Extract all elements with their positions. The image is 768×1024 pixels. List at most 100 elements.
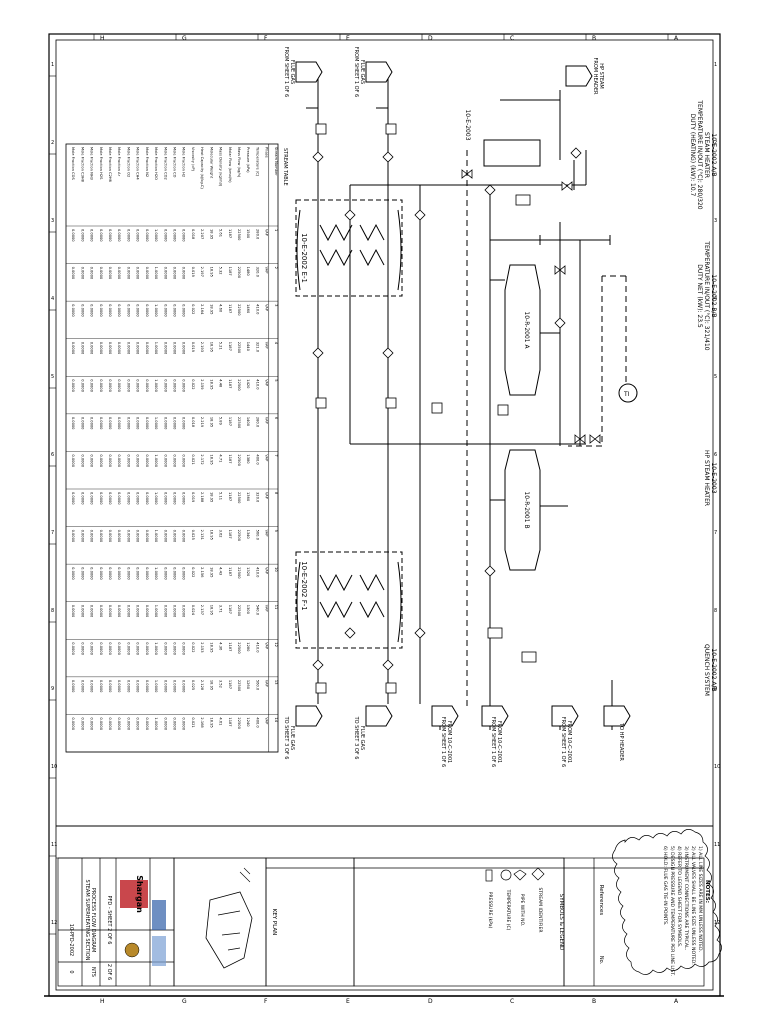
stream-table-cell: 0.018	[191, 229, 195, 240]
stream-table-text: Stream Number1234567891011121314PhaseVAP…	[71, 146, 288, 731]
stream-table-cell: 0.0000	[182, 605, 186, 618]
stream-table-cell: 0.0000	[126, 680, 130, 693]
notes-title: NOTES:	[704, 880, 710, 903]
stream-table-cell: 22500	[237, 229, 241, 241]
legend-pipe-icon	[513, 869, 527, 881]
stream-table-cell: 0.0000	[145, 642, 149, 655]
stream-table-cell: 1187	[228, 642, 232, 651]
stream-table-title: STREAM TABLE	[282, 148, 288, 186]
zone-letter-top: B	[592, 35, 596, 42]
stream-table-cell: 0.022	[191, 567, 195, 577]
stream-table-cell: 1.0000	[154, 492, 158, 505]
references: References No.	[598, 885, 604, 965]
stream-table-cell: 22500	[237, 492, 241, 504]
stream-table-cell: VAP	[265, 530, 269, 538]
stream-table-cell: 0.0000	[145, 492, 149, 505]
stream-table-row-label: Mole Fraction N2	[145, 147, 149, 177]
stream-table-cell: 0.019	[191, 267, 195, 278]
zone-letter-bottom: B	[592, 998, 596, 1005]
stream-table-cell: 1187	[228, 417, 232, 426]
stream-table-cell: 1260	[246, 680, 250, 690]
stream-table-row-label: Mole Fraction COS	[71, 147, 75, 180]
stream-table-cell: 1.0000	[154, 379, 158, 392]
stream-table-cell: 9	[274, 530, 278, 533]
stream-table-cell: 1340	[246, 530, 250, 540]
stream-table-cell: 22500	[237, 379, 241, 391]
stream-table-cell: 6	[274, 417, 278, 420]
stream-table-cell: 2.156	[200, 567, 204, 578]
bottom-label-1: 10-E-2002 A/B	[710, 648, 717, 691]
stream-table-cell: 0.0000	[136, 229, 140, 242]
stream-table-cell: 0.0000	[163, 342, 167, 355]
note-line: 5) DESIGN PRESSURE AND TEMPERATURE PER L…	[669, 846, 675, 976]
title-line-2: PFD - SHEET 2 OF 6	[106, 896, 112, 945]
stream-table-cell: 0.0000	[136, 567, 140, 580]
stream-table-cell: 12	[274, 642, 278, 647]
stream-table-cell: 18.95	[209, 492, 213, 502]
stream-table-cell: 1.0000	[154, 680, 158, 693]
stream-table-cell: 0.0000	[117, 717, 121, 730]
temperature-indicator	[618, 383, 638, 403]
heater-label-4: DUTY (HEATING) (kW): 10.7	[689, 114, 696, 197]
stream-table-cell: 0.0000	[145, 304, 149, 317]
key-plan: KEY PLAN	[205, 867, 277, 969]
stream-table-cell: 0.0000	[136, 717, 140, 730]
stream-table-cell: 1.0000	[154, 229, 158, 242]
stream-table-cell: 18.95	[209, 717, 213, 727]
stream-table-cell: 0.0000	[99, 680, 103, 693]
low-label-1: 10-E-2003	[710, 462, 717, 493]
stream-table-cell: 2.188	[200, 492, 204, 503]
stream-table-cell: 0.022	[191, 642, 195, 652]
steam-heater-box	[483, 139, 541, 167]
equipment-labels: 10-E-2002 E-1 10-E-2002 F-1 10-R-2001 A …	[300, 99, 717, 696]
stream-table-cell: 280.0	[255, 229, 259, 240]
stream-table-cell: 0.0000	[145, 229, 149, 242]
shargan-logo-text: Shargan	[135, 875, 144, 913]
emblem-icon	[124, 942, 140, 958]
stream-table-cell: 22500	[237, 642, 241, 654]
stream-table-cell: 0.0000	[126, 379, 130, 392]
stream-table-cell: 0.0000	[90, 342, 94, 355]
partner-logo-1	[152, 900, 166, 930]
zone-number-right: 8	[714, 608, 717, 614]
stream-table-cell: 0.0000	[71, 605, 75, 618]
stream-table-cell: 0.0000	[145, 717, 149, 730]
stream-table-cell: 1380	[246, 454, 250, 464]
offpage-bottom-4: TO HP HEADER	[618, 722, 624, 761]
stream-table-cell: 0.0000	[99, 379, 103, 392]
stream-table-cell: 0.0000	[108, 454, 112, 467]
stream-table-row-label: Temperature (C)	[255, 146, 259, 177]
stream-table-cell: 22500	[237, 680, 241, 692]
references-no: No.	[598, 956, 604, 965]
zone-letter-bottom: C	[510, 998, 514, 1005]
stream-table-cell: 0.0000	[182, 642, 186, 655]
stream-table-cell: 4.48	[219, 379, 223, 388]
revision-cloud	[612, 829, 722, 975]
stream-table-cell: 0.0000	[126, 492, 130, 505]
stream-table-cell: 0.0000	[163, 680, 167, 693]
stream-table-cell: 0.0000	[80, 567, 84, 580]
zone-number-right: 4	[714, 296, 717, 302]
stream-table-row-label: Mass Density (kg/m3)	[219, 147, 223, 187]
stream-table-row-label: Mole Fraction CH4	[136, 147, 140, 180]
stream-table-cell: 0.0000	[99, 567, 103, 580]
partner-logo-2	[152, 936, 166, 966]
stream-table-cell: 0.0000	[80, 530, 84, 543]
stream-table-cell: 0.0000	[182, 680, 186, 693]
stream-table-cell: 0.0000	[80, 342, 84, 355]
stream-table-cell: 0.025	[191, 680, 195, 690]
zone-letter-bottom: D	[428, 998, 433, 1005]
stream-table-cell: 18.95	[209, 304, 213, 314]
stream-table-cell: 0.019	[191, 492, 195, 503]
stream-table-cell: 0.0000	[108, 417, 112, 430]
zone-number-left: 2	[51, 140, 54, 146]
stream-table-cell: 11	[274, 605, 278, 610]
stream-table-cell: 0.0000	[108, 379, 112, 392]
legend-item-1: STREAM IDENTIFIER	[537, 888, 543, 933]
stream-table-row-label: Mass Flow (kg/h)	[237, 147, 241, 178]
stream-table-cell: 0.0000	[163, 717, 167, 730]
stream-table-cell: 0.024	[191, 605, 195, 616]
stream-table-cell: 22500	[237, 454, 241, 466]
stream-table-cell: 0.0000	[173, 567, 177, 580]
stream-table-cell: 1.0000	[154, 304, 158, 317]
